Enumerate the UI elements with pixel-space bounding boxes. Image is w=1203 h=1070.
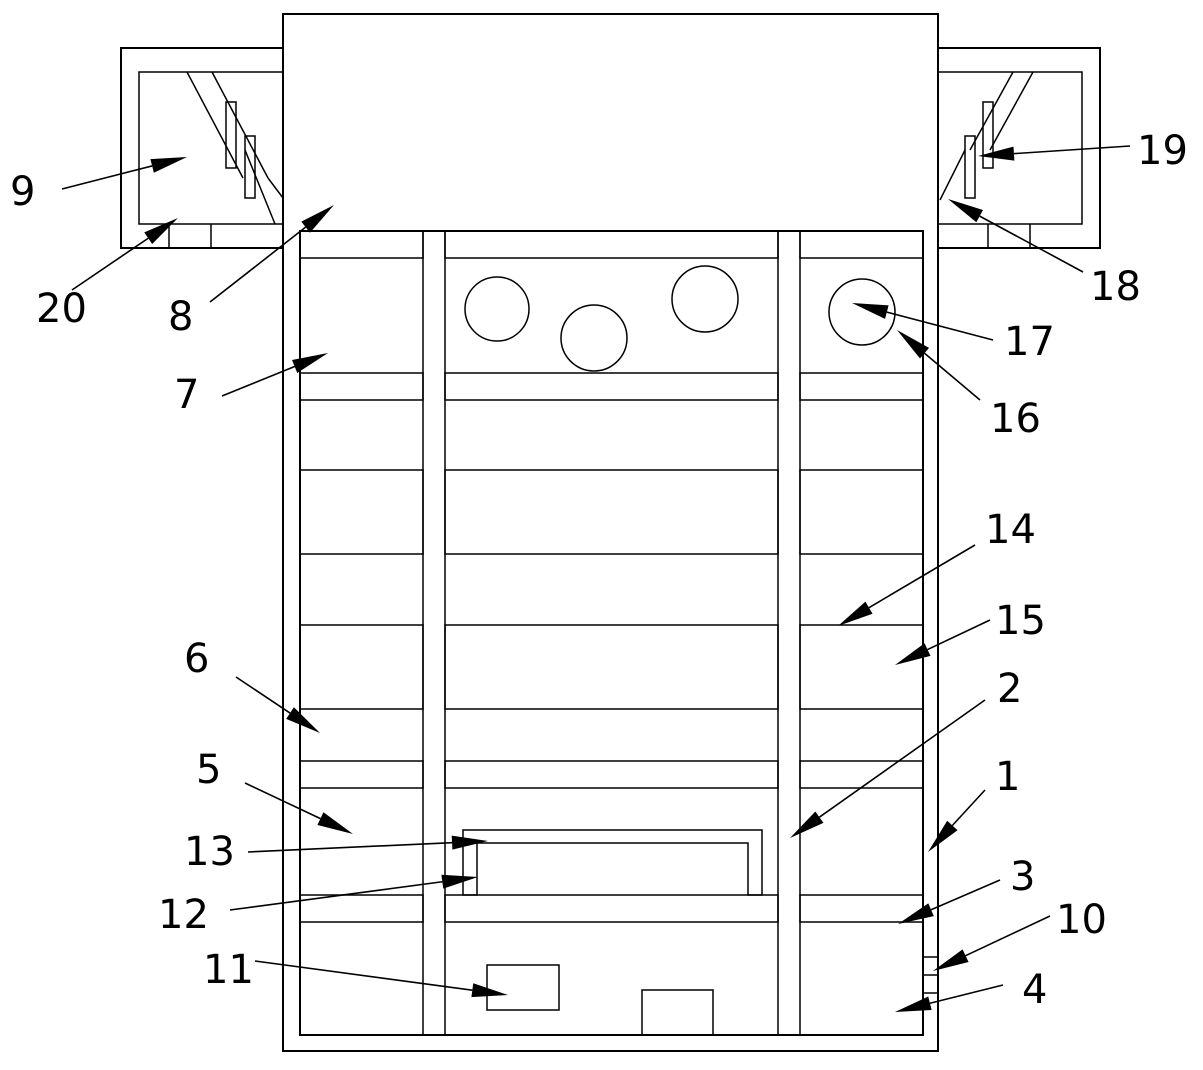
leader-18 <box>948 199 1084 273</box>
label-7: 7 <box>174 372 199 418</box>
leader-10 <box>933 915 1051 971</box>
leader-11 <box>254 960 508 998</box>
crosshatch-plates <box>299 230 924 923</box>
leader-13 <box>247 835 488 853</box>
leader-12 <box>229 874 478 911</box>
label-15: 15 <box>995 598 1046 644</box>
label-8: 8 <box>168 294 193 340</box>
leader-7 <box>221 353 328 397</box>
vertical-column-right <box>777 230 801 1036</box>
leader-2 <box>790 699 986 838</box>
leader-16 <box>897 330 981 401</box>
leader-lines <box>61 145 1131 1012</box>
label-12: 12 <box>158 892 209 938</box>
leader-19 <box>978 145 1131 161</box>
left-side-box <box>120 47 284 249</box>
label-14: 14 <box>985 507 1036 553</box>
label-4: 4 <box>1022 967 1047 1013</box>
leader-6 <box>235 676 320 733</box>
leader-17 <box>852 303 994 341</box>
label-11: 11 <box>203 947 254 993</box>
leader-5 <box>244 782 353 834</box>
label-6: 6 <box>184 636 209 682</box>
label-20: 20 <box>36 286 87 332</box>
label-19: 19 <box>1137 128 1188 174</box>
leader-9 <box>61 157 187 190</box>
label-17: 17 <box>1004 319 1055 365</box>
leader-14 <box>838 544 976 626</box>
leader-1 <box>928 789 986 852</box>
leader-4 <box>895 984 1004 1012</box>
leader-3 <box>898 879 1001 924</box>
label-3: 3 <box>1010 854 1035 900</box>
filter-balls <box>464 265 896 372</box>
label-18: 18 <box>1090 264 1141 310</box>
label-5: 5 <box>196 747 221 793</box>
label-2: 2 <box>997 666 1022 712</box>
label-13: 13 <box>184 829 235 875</box>
label-1: 1 <box>995 754 1020 800</box>
triangle-filter-layers <box>299 469 924 710</box>
right-side-box <box>938 47 1101 249</box>
label-16: 16 <box>990 396 1041 442</box>
label-9: 9 <box>10 169 35 215</box>
vertical-column-left <box>422 230 446 1036</box>
bottom-blocks <box>486 964 714 1036</box>
leader-20 <box>71 218 178 291</box>
label-10: 10 <box>1056 897 1107 943</box>
outlet-valve <box>922 956 939 994</box>
leader-8 <box>209 205 334 303</box>
leader-15 <box>895 619 991 665</box>
inner-frame <box>462 829 763 896</box>
